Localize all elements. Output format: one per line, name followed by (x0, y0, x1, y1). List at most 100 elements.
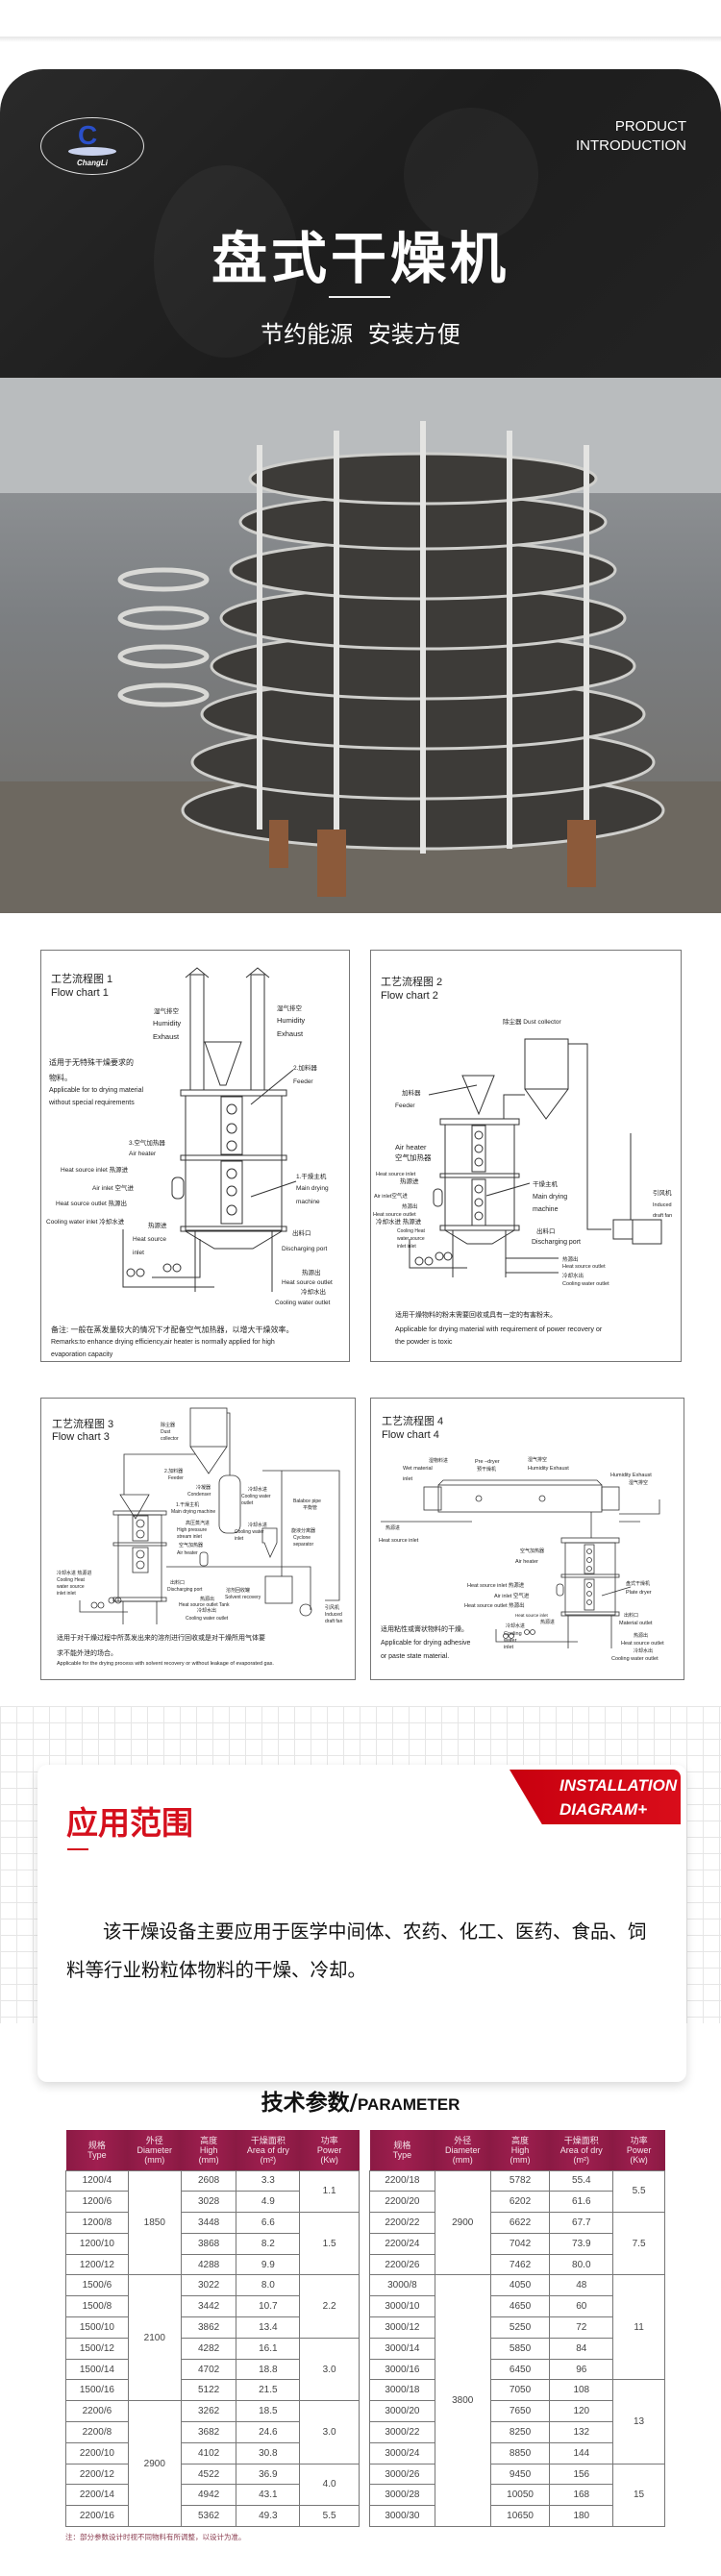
height-cell: 5250 (489, 2316, 551, 2339)
diagram-label: Air heater (515, 1559, 538, 1565)
flow-chart-3: 工艺流程图 3 Flow chart 3 除尘器 Dust collector … (40, 1398, 356, 1680)
height-cell: 3682 (180, 2421, 237, 2443)
type-cell: 1500/12 (65, 2337, 129, 2360)
diagram-label: Induced (653, 1202, 672, 1208)
column-header-unit: (mm) (510, 2154, 531, 2165)
power-cell: 3.0 (299, 2337, 360, 2402)
area-cell: 10.7 (236, 2295, 301, 2318)
diagram-label: 热源出 (562, 1257, 579, 1263)
height-cell: 6202 (489, 2191, 551, 2214)
type-cell: 1500/14 (65, 2358, 129, 2381)
diagram-label: inlet inlet (57, 1591, 76, 1597)
height-cell: 4522 (180, 2463, 237, 2486)
diagram-label: 加料器 (402, 1090, 421, 1097)
area-cell: 16.1 (236, 2337, 301, 2360)
diagram-label: High pressure (177, 1527, 208, 1533)
type-cell: 1200/6 (65, 2191, 129, 2214)
diagram-label: 3.空气加热器 (129, 1140, 165, 1147)
column-header-unit: (mm) (144, 2154, 165, 2165)
diagram-label: Feeder (293, 1078, 313, 1085)
title-underline (329, 296, 390, 298)
area-cell: 4.9 (236, 2191, 301, 2214)
diagram-label: 平衡管 (303, 1505, 318, 1511)
diagram-label: Solvent recovery (225, 1595, 261, 1600)
diagram-label: 出料口 (292, 1230, 311, 1237)
diagram-label: Cooling water outlet (562, 1281, 609, 1287)
title-underline (67, 1848, 88, 1850)
diagram-label: Balabce pipe (293, 1499, 321, 1504)
type-cell: 3000/30 (369, 2505, 435, 2528)
diagram-label: Heat source outlet (621, 1641, 664, 1647)
flow-chart-4: 工艺流程图 4 Flow chart 4 湿物料进 Wet material i… (370, 1398, 684, 1680)
area-cell: 8.2 (236, 2232, 301, 2255)
power-cell: 4.0 (299, 2463, 360, 2507)
logo-text: ChangLi (77, 159, 108, 167)
diagram-label: Discharging port (532, 1239, 581, 1246)
diagram-label: Heat source inlet (379, 1538, 419, 1544)
diagram-label: 除尘器 (161, 1423, 176, 1428)
diagram-label: 热源出 (302, 1270, 321, 1276)
intro-line-2: INTRODUCTION (576, 137, 686, 154)
diagram-label: Exhaust (153, 1032, 180, 1041)
logo-letter: C (78, 120, 98, 150)
area-cell: 8.0 (236, 2274, 301, 2297)
column-header-cn: 外径 (454, 2135, 472, 2145)
flow-chart-title-cn: 工艺流程图 4 (382, 1416, 444, 1427)
diagram-label: 冷却水进 (248, 1487, 268, 1493)
area-cell: 18.8 (236, 2358, 301, 2381)
divider (0, 37, 721, 42)
diagram-label: Air heater (129, 1151, 157, 1157)
flow-chart-description: the powder is toxic (395, 1337, 453, 1346)
area-cell: 49.3 (236, 2505, 301, 2528)
diagram-label: 引风机 (653, 1190, 672, 1197)
diagram-label: 热源进 (385, 1525, 401, 1531)
company-logo: C ChangLi (40, 117, 144, 175)
diagram-label: separator (293, 1542, 314, 1548)
column-header-en: High (199, 2144, 218, 2155)
diagram-label: 冷却水进 热源进 (57, 1571, 92, 1576)
diagram-label: 出料口 (170, 1580, 186, 1586)
flow-chart-remarks: evaporation capacity (51, 1351, 113, 1358)
type-cell: 3000/22 (369, 2421, 435, 2443)
diagram-label: 盘式干燥机 (626, 1581, 651, 1587)
height-cell: 10650 (489, 2505, 551, 2528)
type-cell: 3000/14 (369, 2337, 435, 2360)
diagram-label: Discharging port (167, 1587, 203, 1593)
flow-chart-title-en: Flow chart 3 (52, 1431, 110, 1443)
column-header-en: Area of dry (559, 2144, 603, 2155)
diagram-label: water source (57, 1584, 85, 1590)
diagram-label: Plate dryer (626, 1590, 652, 1596)
area-cell: 43.1 (236, 2484, 301, 2507)
area-cell: 120 (549, 2400, 614, 2423)
area-cell: 9.9 (236, 2253, 301, 2276)
hero-banner: C ChangLi PRODUCT INTRODUCTION (0, 69, 721, 378)
dryer-illustration (0, 378, 721, 913)
diagram-label: Wet material (403, 1466, 433, 1472)
diagram-label: Pre –dryer (475, 1459, 500, 1465)
parameters-note: 注：部分参数设计时视不同物料有所调整，以设计为准。 (65, 2533, 246, 2541)
area-cell: 21.5 (236, 2379, 301, 2402)
diagram-label: Cooling water outlet (186, 1616, 229, 1622)
diagram-label: 预干燥机 (477, 1467, 497, 1473)
background-worker-shape (154, 165, 298, 358)
area-cell: 48 (549, 2274, 614, 2297)
flow-chart-description: 适用干燥物料的粉末需要回收或具有一定的有害粉末。 (395, 1312, 557, 1319)
installation-diagram-badge[interactable]: INSTALLATION DIAGRAM+ (510, 1770, 681, 1824)
area-cell: 84 (549, 2337, 614, 2360)
area-cell: 61.6 (549, 2191, 614, 2214)
height-cell: 7650 (489, 2400, 551, 2423)
diagram-label: Air inlet 空气进 (92, 1185, 134, 1192)
diagram-label: Heat source outlet Tank (179, 1602, 230, 1608)
